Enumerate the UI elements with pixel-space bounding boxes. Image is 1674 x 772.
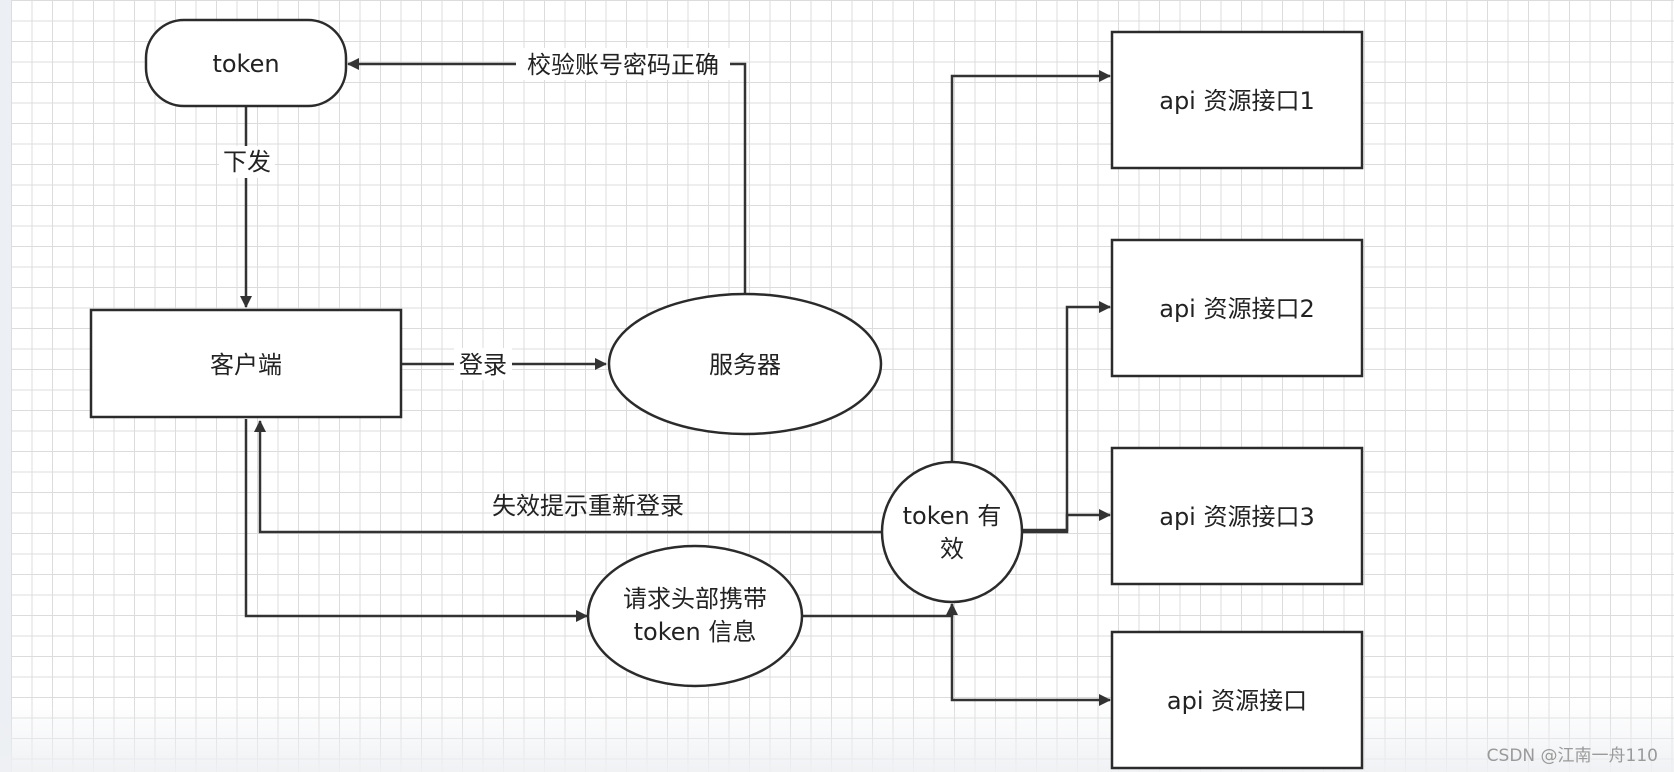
edge-invalid-to-client <box>254 420 882 534</box>
node-client[interactable]: 客户端 <box>89 308 403 419</box>
node-api4[interactable]: api 资源接口 <box>1110 630 1364 770</box>
node-api4-label: api 资源接口 <box>1167 687 1307 715</box>
edge-label-login: 登录 <box>459 351 507 379</box>
node-api3-label: api 资源接口3 <box>1159 503 1315 531</box>
edge-label-invalid: 失效提示重新登录 <box>492 492 684 520</box>
node-server-label: 服务器 <box>709 351 781 379</box>
watermark: CSDN @江南一舟110 <box>1486 746 1658 766</box>
node-token[interactable]: token <box>144 18 348 108</box>
node-request-label-line1: 请求头部携带 <box>623 585 767 613</box>
edge-valid-to-api3 <box>1022 509 1111 532</box>
verify-label-bg <box>516 48 730 80</box>
edge-verify-to-token <box>347 58 747 293</box>
node-api1-label: api 资源接口1 <box>1159 87 1315 115</box>
edge-label-verify: 校验账号密码正确 <box>527 51 719 79</box>
bottom-shade <box>0 702 1674 772</box>
node-api2-label: api 资源接口2 <box>1159 295 1315 323</box>
node-api1[interactable]: api 资源接口1 <box>1110 30 1364 170</box>
edge-label-issue: 下发 <box>223 148 271 176</box>
node-api3[interactable]: api 资源接口3 <box>1110 446 1364 586</box>
node-valid-label-line2: 效 <box>940 535 964 563</box>
edge-request-to-valid <box>803 603 958 618</box>
node-client-label: 客户端 <box>210 351 282 379</box>
node-api2[interactable]: api 资源接口2 <box>1110 238 1364 378</box>
node-request-with-token[interactable]: 请求头部携带 token 信息 <box>586 544 804 688</box>
edge-valid-to-api1 <box>950 70 1111 464</box>
issue-label-bg <box>219 146 275 178</box>
edge-valid-to-api4 <box>950 604 1111 706</box>
node-request-label-line2: token 信息 <box>634 618 757 646</box>
login-label-bg <box>454 348 512 380</box>
edge-client-to-request <box>244 419 588 622</box>
node-token-valid[interactable]: token 有 效 <box>880 460 1024 604</box>
edge-valid-to-api2 <box>1022 301 1111 534</box>
node-token-label: token <box>212 50 279 78</box>
node-server[interactable]: 服务器 <box>607 292 883 436</box>
node-valid-label-line1: token 有 <box>903 502 1002 530</box>
